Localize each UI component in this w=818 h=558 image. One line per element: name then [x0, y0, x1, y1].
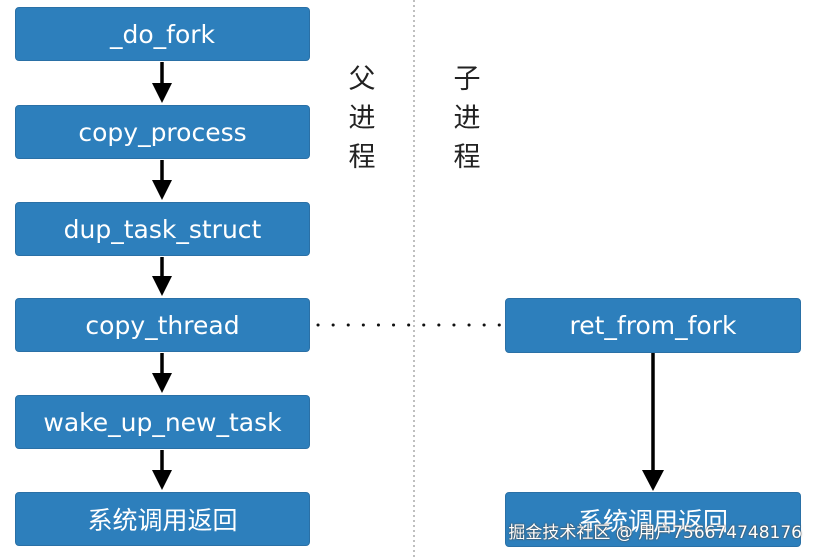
- parent-process-label: 父 进 程: [347, 60, 377, 177]
- node-parent-syscall-return: 系统调用返回: [15, 492, 310, 546]
- node-ret-from-fork: ret_from_fork: [505, 298, 801, 353]
- parent-label-char-3: 程: [348, 142, 376, 173]
- child-chain-arrowhead: [642, 470, 664, 491]
- parent-arrow-head-4: [152, 373, 172, 393]
- parent-label-char-2: 进: [348, 103, 376, 134]
- node-copy-process: copy_process: [15, 105, 310, 159]
- node-child-syscall-return: 系统调用返回: [505, 492, 801, 547]
- parent-label-char-1: 父: [348, 64, 376, 95]
- child-label-char-2: 进: [453, 103, 481, 134]
- child-label-char-1: 子: [453, 64, 481, 95]
- parent-arrow-head-1: [152, 83, 172, 103]
- parent-arrow-head-3: [152, 276, 172, 296]
- node-dup-task-struct: dup_task_struct: [15, 202, 310, 256]
- node-wake-up-new-task: wake_up_new_task: [15, 395, 310, 449]
- parent-arrow-head-2: [152, 180, 172, 200]
- node-do-fork: _do_fork: [15, 7, 310, 61]
- child-process-label: 子 进 程: [452, 60, 482, 177]
- parent-chain-arrows: [152, 62, 172, 490]
- watermark-text: 掘金技术社区 @ 用户756674748176: [508, 523, 802, 543]
- child-label-char-3: 程: [453, 142, 481, 173]
- parent-arrow-head-5: [152, 470, 172, 490]
- node-copy-thread: copy_thread: [15, 298, 310, 352]
